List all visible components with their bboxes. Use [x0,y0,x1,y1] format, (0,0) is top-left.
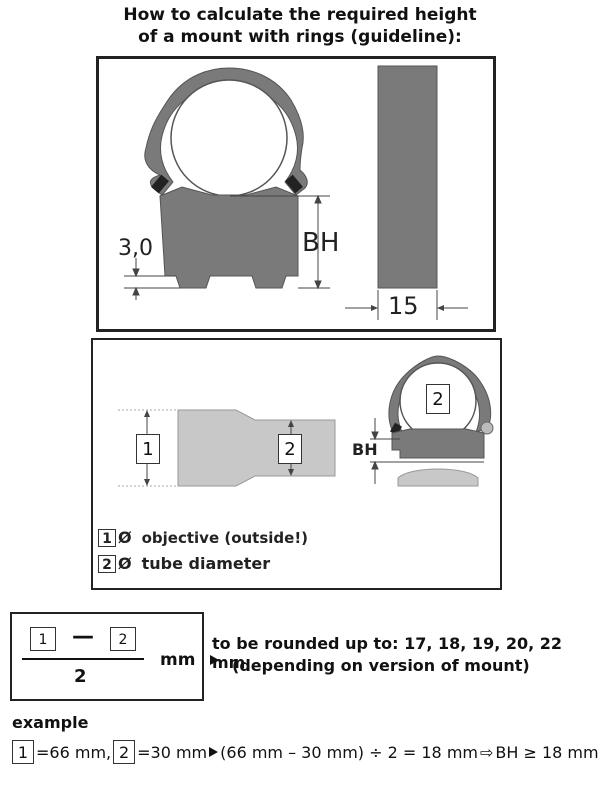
legend-text-tube: tube diameter [141,554,271,573]
note-arrow [210,655,219,665]
legend-num-1: 1 [98,528,116,547]
marker-objective: 1 [136,434,160,464]
middle-diagram-frame [91,338,502,590]
example-result: BH ≥ 18 mm [495,742,599,762]
example-value-1: =66 mm, [36,742,112,762]
legend-num-2: 2 [98,554,116,573]
offset-label: 3,0 [118,236,153,261]
diameter-icon: Ø [118,554,132,573]
ring-mount-drawing [144,67,308,289]
rounding-note-line-2: (depending on version of mount) [232,656,530,675]
example-calc: (66 mm – 30 mm) ÷ 2 = 18 mm [220,742,478,762]
arrow-right-icon [209,747,219,757]
title-line-2: of a mount with rings (guideline): [138,27,462,47]
marker-tube: 2 [278,434,302,464]
bh-label-top: BH [302,228,340,258]
legend-text-objective: objective (outside!) [141,528,309,547]
width-label: 15 [388,292,419,320]
legend-item-objective: 1 Ø objective (outside!) [98,528,308,547]
bh-label-middle: BH [352,440,378,459]
diameter-icon: Ø [118,528,132,547]
formula-num-1: 1 [30,627,56,651]
title-line-1: How to calculate the required height [123,5,477,25]
formula-denominator: 2 [74,666,87,687]
small-ring-drawing [388,355,494,487]
mount-front-view [345,65,468,320]
formula-minus: — [72,624,94,649]
formula-unit: mm [160,650,196,670]
formula-num-2: 2 [110,627,136,651]
example-heading: example [12,713,89,732]
example-num-2: 2 [113,740,136,764]
scope-profile-drawing [118,409,336,487]
bh-dimension-top [230,194,330,290]
formula-frame [10,612,204,701]
example-calculation: 1 =66 mm, 2 =30 mm (66 mm – 30 mm) ÷ 2 =… [12,740,599,764]
legend-item-tube: 2 Ø tube diameter [98,554,270,573]
top-diagram-frame [96,56,496,332]
rounding-note-line-1: to be rounded up to: 17, 18, 19, 20, 22 … [212,634,563,672]
result-arrow-icon: ⇨ [479,742,494,762]
bh-dimension-middle [370,418,484,484]
example-num-1: 1 [12,740,34,764]
marker-ring: 2 [426,384,450,414]
example-value-2: =30 mm [137,742,208,762]
offset-dimension-3 [124,258,180,300]
